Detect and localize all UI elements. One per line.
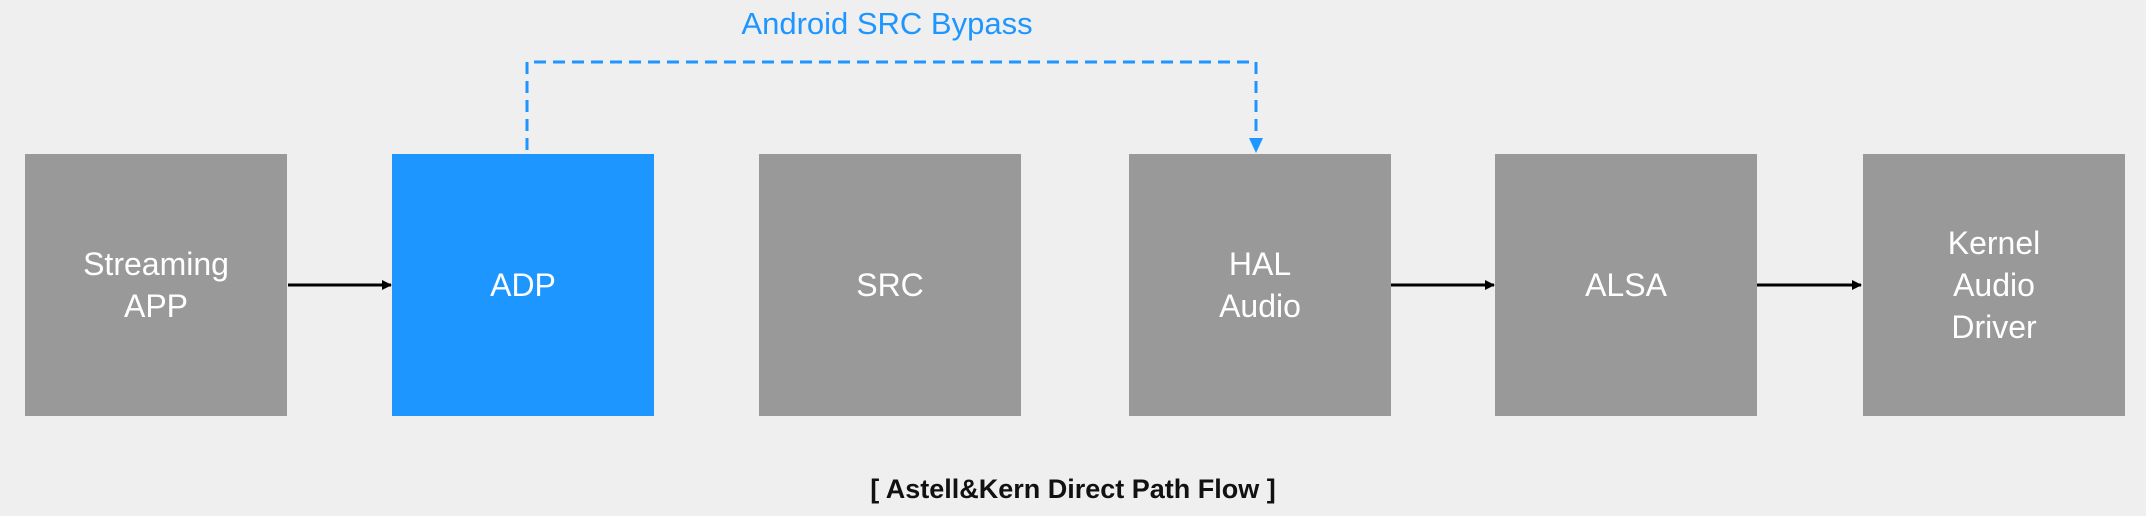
node-label: SRC <box>856 267 924 303</box>
node-adp: ADP <box>392 154 654 416</box>
node-label: Streaming APP <box>83 246 229 324</box>
node-label: ADP <box>490 267 556 303</box>
node-label: Kernel Audio Driver <box>1947 225 2041 345</box>
node-alsa: ALSA <box>1495 154 1757 416</box>
bypass-dashed-arrow <box>525 60 1258 150</box>
node-label: ALSA <box>1585 267 1667 303</box>
node-streaming-app: Streaming APP <box>25 154 287 416</box>
node-kernel-audio-driver: Kernel Audio Driver <box>1863 154 2125 416</box>
diagram-caption: [ Astell&Kern Direct Path Flow ] <box>870 474 1276 504</box>
node-src: SRC <box>759 154 1021 416</box>
bypass-label: Android SRC Bypass <box>741 6 1033 41</box>
node-label: HAL Audio <box>1219 246 1301 324</box>
node-hal-audio: HAL Audio <box>1129 154 1391 416</box>
bypass-arrowhead <box>1249 138 1263 153</box>
